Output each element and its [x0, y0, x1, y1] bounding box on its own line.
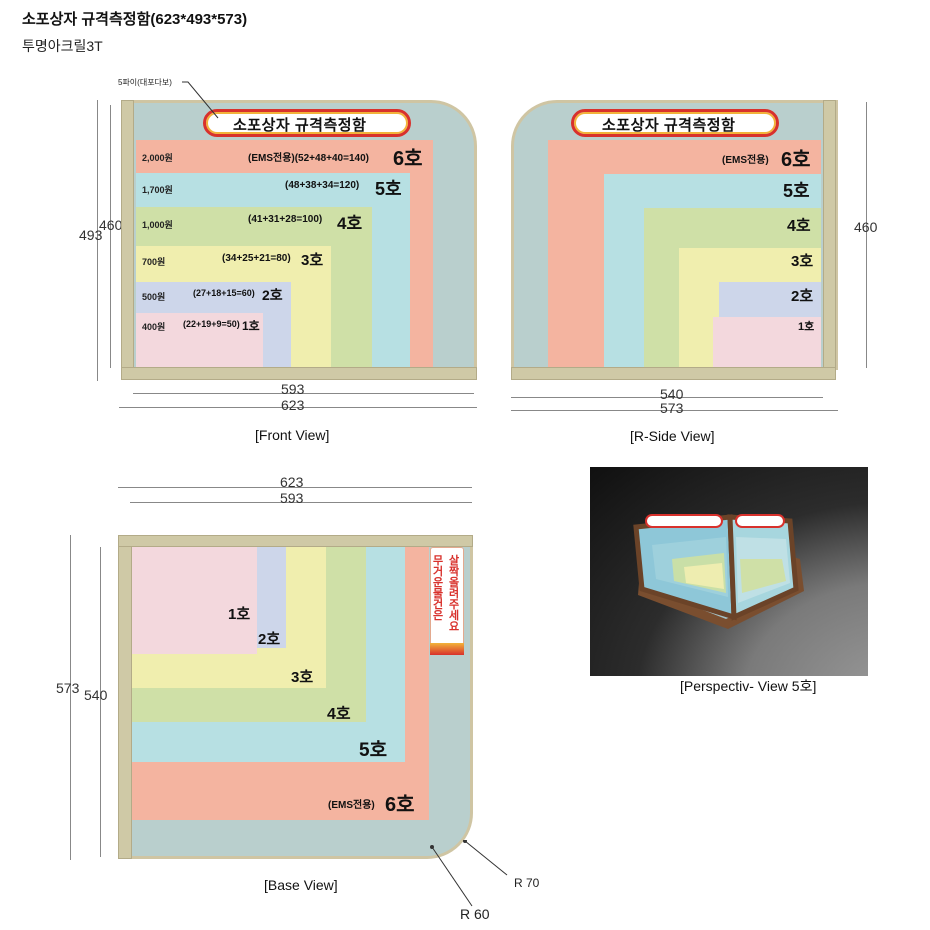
- pipe-note-leader: [182, 81, 219, 119]
- side-dim-line-460: [866, 102, 867, 368]
- base-dim-540: 540: [84, 687, 108, 703]
- side-size-3: 3호: [791, 253, 814, 270]
- front-left-post: [121, 100, 134, 380]
- base-dim-573: 573: [56, 680, 80, 696]
- radius-inner-label: R 60: [460, 906, 490, 922]
- page-title: 소포상자 규격측정함(623*493*573): [22, 11, 248, 28]
- side-banner-text: 소포상자 규격측정함: [602, 117, 736, 134]
- front-dim-line-inner-h: [110, 105, 111, 368]
- front-base-rail: [121, 367, 477, 380]
- perspective-box-illustration: [633, 514, 804, 629]
- side-size-1: 1호: [798, 321, 815, 333]
- side-size-5: 5호: [783, 181, 810, 201]
- front-dims-4: (41+31+28=100): [248, 214, 323, 225]
- side-size-2: 2호: [791, 288, 814, 305]
- base-dim-623: 623: [280, 474, 304, 490]
- front-block-1: [136, 313, 263, 367]
- front-dim-593: 593: [281, 381, 305, 397]
- side-size-4: 4호: [787, 218, 811, 235]
- base-top-rail: [118, 535, 473, 547]
- front-view-caption: [Front View]: [255, 427, 330, 443]
- base-size-2: 2호: [258, 631, 281, 648]
- side-dim-line-573: [511, 410, 838, 411]
- base-size-6: 6호: [385, 794, 415, 816]
- base-left-rail: [118, 535, 132, 859]
- front-size-3: 3호: [301, 252, 324, 269]
- radius-leaders: [430, 840, 508, 907]
- front-size-1: 1호: [242, 319, 260, 333]
- base-dim-line-623: [118, 487, 472, 488]
- front-dims-5: (48+38+34=120): [285, 180, 360, 191]
- front-price-4: 1,000원: [142, 220, 173, 230]
- front-dim-493: 493: [79, 227, 103, 243]
- front-dim-623: 623: [281, 397, 305, 413]
- side-base-rail: [511, 367, 836, 380]
- base-dim-line-573: [70, 535, 71, 860]
- side-dim-460: 460: [854, 219, 878, 235]
- side-dim-573: 573: [660, 400, 684, 416]
- front-banner: [203, 109, 411, 137]
- radius-outer-label: R 70: [514, 876, 540, 890]
- base-dim-line-540: [100, 547, 101, 857]
- front-price-3: 700원: [142, 257, 166, 267]
- front-price-6: 2,000원: [142, 153, 173, 163]
- front-dim-460: 460: [99, 217, 123, 233]
- front-dim-line-623: [119, 407, 477, 408]
- front-size-5: 5호: [375, 179, 402, 199]
- side-dim-line-540: [511, 397, 823, 398]
- side-right-post: [823, 100, 836, 380]
- base-dim-line-593: [130, 502, 472, 503]
- base-size-4: 4호: [327, 706, 351, 723]
- base-size-1: 1호: [228, 606, 251, 623]
- notice-text-col1: 무거운물건은: [433, 555, 444, 622]
- front-price-2: 500원: [142, 292, 166, 302]
- front-dims-6: (EMS전용)(52+48+40=140): [248, 153, 369, 164]
- perspective-view-image: [590, 467, 868, 676]
- base-size-5: 5호: [359, 740, 388, 761]
- base-dim-593: 593: [280, 490, 304, 506]
- notice-text-col2: 살짝올려주세요: [449, 555, 460, 633]
- side-dim-540: 540: [660, 386, 684, 402]
- base-size-3: 3호: [291, 669, 314, 686]
- front-price-5: 1,700원: [142, 185, 173, 195]
- pipe-note: 5파이(대포다보): [118, 78, 172, 87]
- front-dims-2: (27+18+15=60): [193, 288, 255, 298]
- material-label: 투명아크릴3T: [22, 38, 103, 54]
- front-dims-1: (22+19+9=50): [183, 319, 240, 329]
- front-dims-3: (34+25+21=80): [222, 253, 291, 264]
- base-block-1: [132, 547, 257, 654]
- side-ems-label: (EMS전용): [722, 155, 769, 166]
- front-size-4: 4호: [337, 214, 363, 233]
- side-banner: [571, 109, 779, 137]
- side-view-caption: [R-Side View]: [630, 428, 715, 444]
- front-banner-text: 소포상자 규격측정함: [233, 117, 367, 134]
- front-dim-line-593: [133, 393, 474, 394]
- front-size-2: 2호: [262, 287, 283, 303]
- notice-sign: [430, 547, 464, 655]
- perspective-view-caption: [Perspectiv- View 5호]: [680, 678, 817, 694]
- base-ems-label: (EMS전용): [328, 800, 375, 811]
- front-dim-line-outer-h: [97, 100, 98, 381]
- base-view-caption: [Base View]: [264, 877, 338, 893]
- front-price-1: 400원: [142, 322, 166, 332]
- notice-sign-stripe: [430, 643, 464, 655]
- side-block-1: [713, 317, 821, 367]
- side-size-6: 6호: [781, 149, 811, 171]
- front-size-6: 6호: [393, 148, 423, 170]
